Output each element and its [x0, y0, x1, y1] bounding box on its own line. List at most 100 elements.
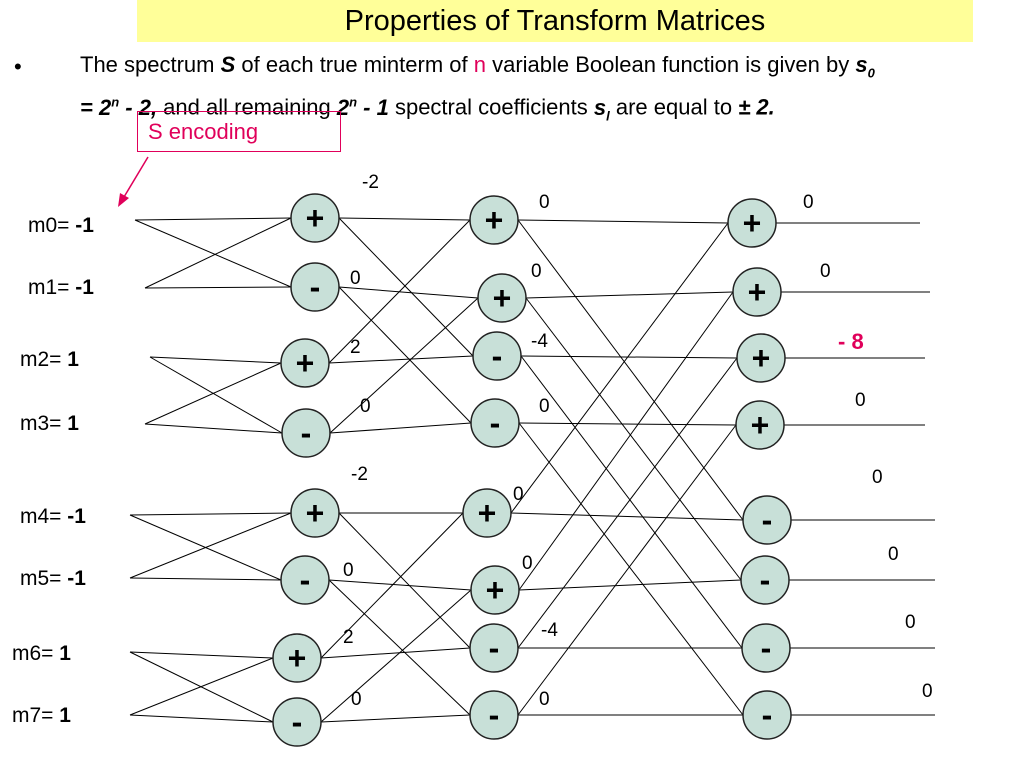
coefficient-label: 0 — [888, 544, 899, 565]
minus-sign: - — [489, 630, 500, 666]
coefficient-label: 0 — [872, 467, 883, 488]
s0-symbol: s0 — [855, 52, 875, 81]
coefficient-label: 0 — [360, 396, 371, 417]
input-cross-wire — [144, 362, 282, 425]
minus-node — [469, 623, 519, 673]
input-cross-wire — [129, 512, 292, 579]
stage1-wire — [329, 422, 472, 434]
coefficient-label: -2 — [362, 172, 379, 193]
plus-sign: + — [478, 495, 497, 531]
stage1-cross-wire — [320, 512, 464, 659]
stage1-cross-wire — [338, 286, 472, 424]
plus-node — [732, 267, 782, 317]
s-encoding-box: S encoding — [137, 111, 341, 152]
plus-sign: + — [493, 280, 512, 316]
plus-node — [469, 195, 519, 245]
minus-sign: - — [490, 405, 501, 441]
stage1-wire — [328, 579, 472, 591]
coefficient-label: - 8 — [838, 329, 864, 354]
minus-node — [742, 690, 792, 740]
minus-sign: - — [760, 562, 771, 598]
encoding-arrow — [123, 156, 149, 198]
coefficient-label: 2 — [350, 337, 361, 358]
minus-sign: - — [762, 502, 773, 538]
plus-sign: + — [751, 407, 770, 443]
stage1-wire — [328, 355, 474, 364]
slide-title: Properties of Transform Matrices — [137, 0, 973, 42]
minterm-label: m7= 1 — [12, 704, 71, 727]
coefficient-label: 0 — [820, 261, 831, 282]
stage1-cross-wire — [328, 219, 471, 364]
minus-node — [741, 623, 791, 673]
plus-node — [735, 400, 785, 450]
minus-node — [740, 555, 790, 605]
stage2-cross-wire — [518, 291, 734, 591]
coefficient-label: 0 — [531, 261, 542, 282]
plus-sign: + — [748, 274, 767, 310]
minus-node — [281, 408, 331, 458]
plus-sign: + — [296, 345, 315, 381]
sl-symbol: sl — [593, 94, 610, 124]
minus-node — [472, 331, 522, 381]
stage1-wire — [320, 647, 471, 659]
plus-node — [462, 488, 512, 538]
stage2-cross-wire — [517, 357, 738, 649]
coefficient-label: 0 — [522, 553, 533, 574]
coefficient-label: 0 — [513, 484, 524, 505]
coefficient-label: 0 — [539, 689, 550, 710]
coefficient-label: 0 — [539, 396, 550, 417]
stage2-wire — [520, 355, 738, 359]
minus-sign: - — [292, 704, 303, 740]
coefficient-label: 0 — [350, 268, 361, 289]
input-wire — [129, 714, 274, 723]
text-part: variable Boolean function is given by — [485, 52, 856, 77]
spectrum-symbol: S — [220, 52, 236, 77]
coefficient-label: -4 — [531, 331, 548, 352]
coefficient-label: 0 — [922, 681, 933, 702]
input-cross-wire — [134, 219, 292, 288]
text-part: of each true minterm of — [235, 52, 474, 77]
input-wire — [144, 286, 292, 289]
stage1-wire — [320, 714, 471, 723]
stage1-cross-wire — [329, 297, 479, 434]
minus-sign: - — [300, 562, 311, 598]
plus-node — [290, 488, 340, 538]
plus-node — [736, 333, 786, 383]
plus-sign: + — [752, 340, 771, 376]
coefficient-label: 0 — [343, 560, 354, 581]
stage1-cross-wire — [338, 217, 474, 357]
minus-node — [290, 262, 340, 312]
network-nodes: +-+-+-+-++--++--++++---- — [272, 193, 792, 747]
input-wire — [149, 356, 282, 364]
minterm-label: m3= 1 — [20, 412, 79, 435]
variable-n: n — [473, 52, 486, 77]
stage2-wire — [510, 512, 744, 521]
stage1-cross-wire — [320, 589, 472, 723]
coefficient-label: 0 — [905, 612, 916, 633]
minus-sign: - — [310, 269, 321, 305]
plus-sign: + — [306, 495, 325, 531]
minterm-label: m1= -1 — [28, 276, 94, 299]
minus-node — [470, 398, 520, 448]
stage2-wire — [517, 219, 729, 224]
input-wire — [129, 512, 292, 516]
plus-node — [290, 193, 340, 243]
stage2-wire — [518, 422, 737, 426]
stage2-wire — [518, 579, 742, 591]
text-part: The spectrum — [80, 52, 221, 77]
stage2-cross-wire — [525, 297, 742, 581]
input-wire — [129, 651, 274, 659]
minus-sign: - — [762, 697, 773, 733]
coefficient-label: 0 — [539, 192, 550, 213]
plus-node — [727, 198, 777, 248]
plus-sign: + — [288, 640, 307, 676]
stage2-cross-wire — [520, 355, 743, 649]
plus-sign: + — [743, 205, 762, 241]
plus-node — [280, 338, 330, 388]
plus-sign: + — [485, 202, 504, 238]
plus-minus-value: ± 2. — [738, 94, 775, 120]
stage2-wire — [525, 291, 734, 299]
input-wire — [144, 423, 283, 434]
stage1-cross-wire — [328, 579, 471, 716]
